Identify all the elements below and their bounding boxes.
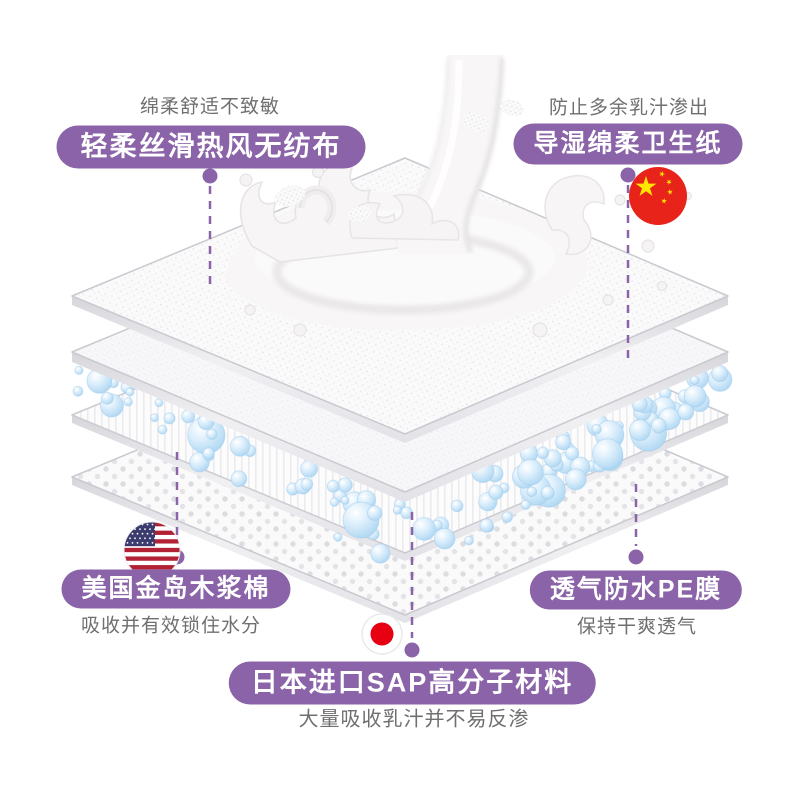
caption-tissue: 防止多余乳汁渗出 <box>548 97 710 119</box>
connector-dots <box>169 167 644 658</box>
sap-beads <box>72 364 733 564</box>
milk-impact-burst <box>349 193 460 241</box>
label-tissue: 导湿绵柔卫生纸 <box>513 123 743 165</box>
caption-sap: 大量吸收乳汁并不易反渗 <box>298 708 530 731</box>
label-pe: 透气防水PE膜 <box>529 570 743 610</box>
label-pulp: 美国金岛木浆棉 <box>61 569 291 609</box>
milk-blob-right <box>544 174 605 256</box>
china-flag-icon <box>629 167 687 225</box>
label-sap: 日本进口SAP高分子材料 <box>228 661 596 705</box>
connector-lines <box>175 185 638 638</box>
japan-flag-icon <box>361 613 403 655</box>
caption-nonwoven: 绵柔舒适不致敏 <box>139 96 281 118</box>
caption-pulp: 吸收并有效锁住水分 <box>80 615 262 637</box>
caption-pe: 保持干爽透气 <box>576 616 698 638</box>
usa-flag-icon <box>123 521 181 579</box>
label-nonwoven: 轻柔丝滑热风无纺布 <box>56 125 366 169</box>
milk-splash-illustration <box>225 55 693 338</box>
